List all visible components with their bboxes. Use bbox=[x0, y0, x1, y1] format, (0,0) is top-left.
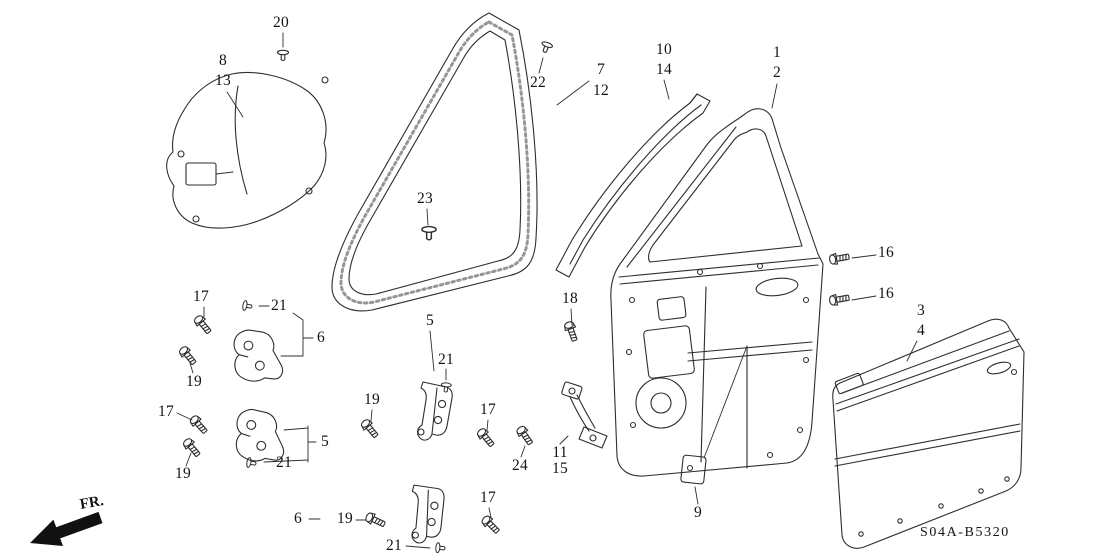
part-label-6-18: 6 bbox=[316, 329, 326, 346]
door-panel-drawing bbox=[610, 108, 824, 477]
part-label-21-22: 21 bbox=[275, 454, 293, 471]
part-label-24-28: 24 bbox=[511, 457, 529, 474]
part-label-13-2: 13 bbox=[214, 72, 232, 89]
leader-lines bbox=[176, 32, 918, 549]
door-skin-drawing bbox=[832, 318, 1025, 549]
part-label-22-3: 22 bbox=[529, 74, 547, 91]
part-label-17-35: 17 bbox=[479, 489, 497, 506]
part-label-21-25: 21 bbox=[437, 351, 455, 368]
part-label-19-23: 19 bbox=[174, 465, 192, 482]
part-label-10-6: 10 bbox=[655, 41, 673, 58]
part-label-16-11: 16 bbox=[877, 244, 895, 261]
part-label-5-24: 5 bbox=[425, 312, 435, 329]
part-label-20-0: 20 bbox=[272, 14, 290, 31]
part-label-19-26: 19 bbox=[363, 391, 381, 408]
part-label-17-27: 17 bbox=[479, 401, 497, 418]
part-label-21-17: 21 bbox=[270, 297, 288, 314]
part-label-2-9: 2 bbox=[772, 64, 782, 81]
insulator-panel-drawing bbox=[166, 71, 329, 229]
bolt-icons bbox=[176, 250, 851, 537]
part-label-4-14: 4 bbox=[916, 322, 926, 339]
part-label-8-1: 8 bbox=[218, 52, 228, 69]
part-label-23-10: 23 bbox=[416, 190, 434, 207]
clip-icons bbox=[241, 40, 554, 553]
weatherstrip-drawing bbox=[331, 12, 538, 312]
part-label-18-15: 18 bbox=[561, 290, 579, 307]
sash-molding-drawing bbox=[555, 93, 711, 278]
part-label-17-16: 17 bbox=[192, 288, 210, 305]
part-label-17-20: 17 bbox=[157, 403, 175, 420]
part-label-16-12: 16 bbox=[877, 285, 895, 302]
part-label-5-21: 5 bbox=[320, 433, 330, 450]
part-label-12-5: 12 bbox=[592, 82, 610, 99]
part-label-19-19: 19 bbox=[185, 373, 203, 390]
part-label-14-7: 14 bbox=[655, 61, 673, 78]
part-label-3-13: 3 bbox=[916, 302, 926, 319]
part-label-6-32: 6 bbox=[293, 510, 303, 527]
fr-arrow bbox=[30, 511, 103, 546]
part-label-15-30: 15 bbox=[551, 460, 569, 477]
seal-pad-drawing bbox=[680, 454, 707, 485]
part-label-1-8: 1 bbox=[772, 44, 782, 61]
part-label-11-29: 11 bbox=[552, 444, 568, 461]
part-label-9-31: 9 bbox=[693, 504, 703, 521]
diagram-code: S04A-B5320 bbox=[920, 525, 1010, 540]
part-label-7-4: 7 bbox=[596, 61, 606, 78]
part-label-21-34: 21 bbox=[385, 537, 403, 553]
door-checker-drawing bbox=[561, 381, 608, 449]
part-label-19-33: 19 bbox=[336, 510, 354, 527]
